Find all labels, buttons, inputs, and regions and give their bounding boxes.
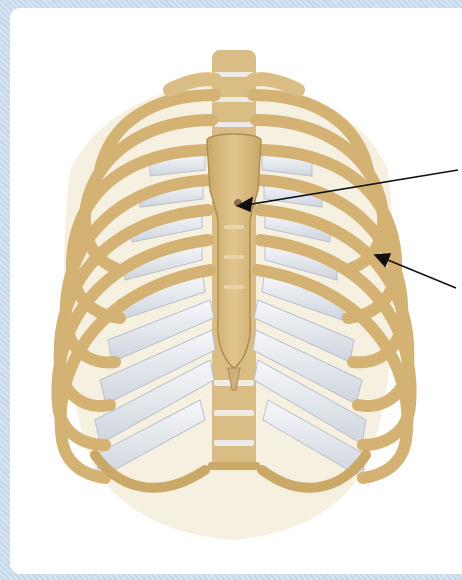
rib-cage-illustration bbox=[0, 0, 462, 580]
